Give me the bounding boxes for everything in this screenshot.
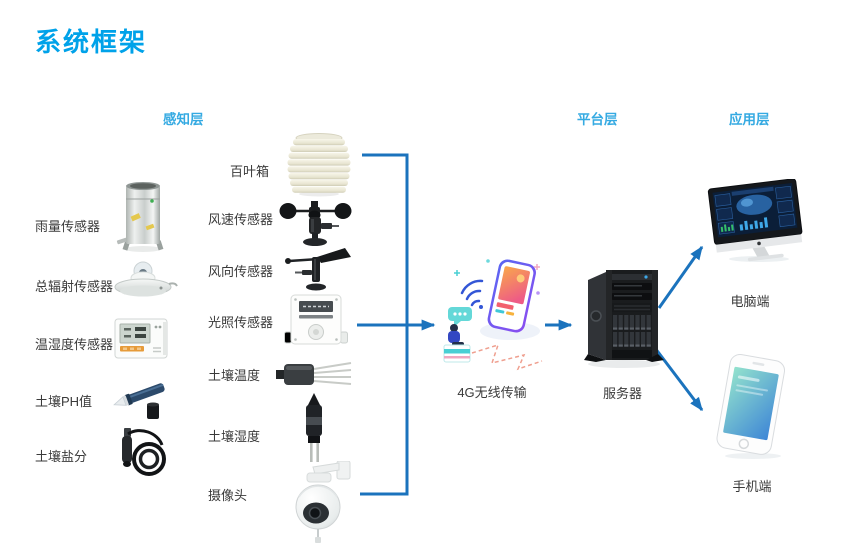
sensor-label-radiation: 总辐射传感器 — [35, 279, 114, 294]
pc-label: 电脑端 — [730, 294, 770, 309]
page-title: 系统框架 — [35, 27, 148, 57]
sensor-label-soil-temp: 土壤温度 — [208, 368, 261, 383]
sensor-label-temp-humidity: 温湿度传感器 — [35, 337, 114, 352]
pc-image — [699, 179, 807, 263]
sensor-label-wind-direction: 风向传感器 — [208, 264, 274, 279]
soil-moisture-probe-icon — [296, 393, 333, 463]
stevenson-screen-icon — [285, 132, 353, 197]
server-image — [576, 268, 668, 370]
rain-gauge-icon — [116, 179, 170, 255]
light-sensor-icon — [284, 292, 348, 352]
server-label: 服务器 — [602, 386, 642, 401]
radiation-sensor-icon — [108, 260, 178, 302]
anemometer-icon — [277, 199, 353, 248]
sensor-label-light: 光照传感器 — [208, 315, 274, 330]
sensor-bus-bracket — [360, 153, 409, 496]
sensor-label-soil-ph: 土壤PH值 — [35, 394, 93, 409]
sensor-label-rain: 雨量传感器 — [35, 219, 101, 234]
sensor-label-stevenson: 百叶箱 — [230, 164, 270, 179]
soil-salinity-probe-icon — [116, 425, 172, 482]
mobile-image — [709, 354, 794, 460]
soil-ph-probe-icon — [110, 377, 176, 423]
4g-transmission-illustration — [434, 249, 550, 379]
soil-temperature-probe-icon — [276, 355, 353, 393]
temp-humidity-sensor-icon — [111, 317, 173, 361]
sensor-label-camera: 摄像头 — [208, 488, 248, 503]
layer-label-platform: 平台层 — [577, 112, 618, 127]
layer-label-perception: 感知层 — [163, 112, 204, 127]
mobile-label: 手机端 — [732, 479, 772, 494]
ptz-camera-icon — [287, 461, 353, 546]
sensor-label-wind-speed: 风速传感器 — [208, 212, 274, 227]
sensor-label-soil-moisture: 土壤湿度 — [208, 429, 261, 444]
sensor-label-soil-salinity: 土壤盐分 — [35, 449, 88, 464]
wind-vane-icon — [279, 247, 353, 293]
4g-transmission-label: 4G无线传输 — [457, 385, 527, 400]
layer-label-application: 应用层 — [729, 112, 770, 127]
